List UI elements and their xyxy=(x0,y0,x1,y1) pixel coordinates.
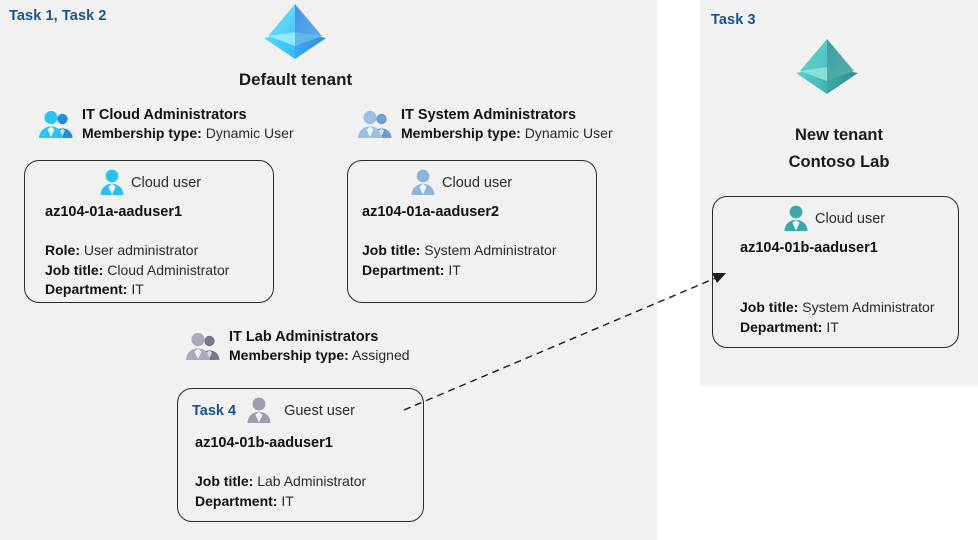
attribute-label: Department: xyxy=(195,492,278,509)
task-label-4: Task 4 xyxy=(192,402,237,419)
card-header: Task 4 Guest user xyxy=(192,397,355,424)
card-header: Cloud user xyxy=(783,205,885,232)
user-attributes: Job title: System Administrator Departme… xyxy=(362,241,557,280)
attribute-label: Department: xyxy=(740,318,823,335)
attribute-value: Lab Administrator xyxy=(257,473,367,489)
user-name: az104-01a-aaduser2 xyxy=(362,204,500,220)
membership-label: Membership type: xyxy=(401,125,521,141)
attribute-value: System Administrator xyxy=(802,299,935,315)
attribute-row: Department: IT xyxy=(740,318,935,338)
attribute-label: Job title: xyxy=(45,261,104,278)
attribute-row: Role: User administrator xyxy=(45,241,229,261)
attribute-value: User administrator xyxy=(83,242,199,258)
new-tenant-caption-line2: Contoso Lab xyxy=(788,153,890,171)
group-users-icon xyxy=(357,110,393,140)
user-name: az104-01b-aaduser1 xyxy=(195,435,333,451)
attribute-value: IT xyxy=(281,492,294,509)
group-membership: Membership type: Dynamic User xyxy=(401,124,613,143)
guest-user-icon xyxy=(246,397,272,424)
attribute-value: System Administrator xyxy=(424,242,557,258)
membership-label: Membership type: xyxy=(229,347,349,363)
new-tenant-icon xyxy=(790,37,864,103)
attribute-label: Role: xyxy=(45,242,80,258)
attribute-label: Department: xyxy=(45,281,128,297)
user-card-cloud-az104-01b-aaduser1[interactable]: Cloud user az104-01b-aaduser1 Job title:… xyxy=(712,196,959,348)
user-type-label: Guest user xyxy=(284,402,355,419)
attribute-label: Job title: xyxy=(362,242,421,258)
user-name: az104-01a-aaduser1 xyxy=(45,204,183,220)
card-header: Cloud user xyxy=(99,169,201,196)
attribute-label: Job title: xyxy=(195,473,254,489)
attribute-value: IT xyxy=(131,281,144,297)
user-type-label: Cloud user xyxy=(442,174,513,191)
cloud-user-icon xyxy=(783,205,809,232)
group-title: IT Cloud Administrators xyxy=(82,107,247,123)
attribute-label: Department: xyxy=(362,261,445,278)
task-label-1-2: Task 1, Task 2 xyxy=(9,8,107,24)
task-label-3: Task 3 xyxy=(711,12,756,28)
default-tenant-icon xyxy=(258,2,332,68)
cloud-user-icon xyxy=(99,169,125,196)
user-attributes: Job title: Lab Administrator Department:… xyxy=(195,472,366,511)
attribute-value: IT xyxy=(826,318,839,335)
user-attributes: Job title: System Administrator Departme… xyxy=(740,298,935,337)
attribute-label: Job title: xyxy=(740,299,799,315)
user-card-az104-01a-aaduser2[interactable]: Cloud user az104-01a-aaduser2 Job title:… xyxy=(347,160,597,303)
membership-value: Dynamic User xyxy=(524,125,613,141)
attribute-row: Department: IT xyxy=(45,280,229,300)
cloud-user-icon xyxy=(410,169,436,196)
user-attributes: Role: User administrator Job title: Clou… xyxy=(45,241,229,300)
attribute-value: Cloud Administrator xyxy=(107,261,230,278)
group-users-icon xyxy=(185,332,221,362)
group-title: IT System Administrators xyxy=(401,107,577,123)
attribute-row: Job title: System Administrator xyxy=(362,241,557,261)
group-membership: Membership type: Assigned xyxy=(229,346,410,365)
attribute-row: Job title: Cloud Administrator xyxy=(45,261,229,281)
user-type-label: Cloud user xyxy=(815,210,886,227)
group-title: IT Lab Administrators xyxy=(229,329,379,345)
membership-value: Dynamic User xyxy=(205,125,294,141)
user-name: az104-01b-aaduser1 xyxy=(740,240,878,256)
new-tenant-caption-line1: New tenant xyxy=(794,126,883,144)
attribute-value: IT xyxy=(448,261,461,278)
attribute-row: Job title: Lab Administrator xyxy=(195,472,366,492)
group-membership: Membership type: Dynamic User xyxy=(82,124,294,143)
user-type-label: Cloud user xyxy=(131,174,202,191)
user-card-az104-01a-aaduser1[interactable]: Cloud user az104-01a-aaduser1 Role: User… xyxy=(24,160,274,303)
attribute-row: Job title: System Administrator xyxy=(740,298,935,318)
attribute-row: Department: IT xyxy=(362,261,557,281)
default-tenant-caption: Default tenant xyxy=(238,70,353,89)
membership-label: Membership type: xyxy=(82,125,202,141)
card-header: Cloud user xyxy=(410,169,512,196)
membership-value: Assigned xyxy=(351,347,410,363)
user-card-guest-az104-01b-aaduser1[interactable]: Task 4 Guest user az104-01b-aaduser1 Job… xyxy=(177,388,424,522)
group-users-icon xyxy=(38,110,74,140)
attribute-row: Department: IT xyxy=(195,492,366,512)
